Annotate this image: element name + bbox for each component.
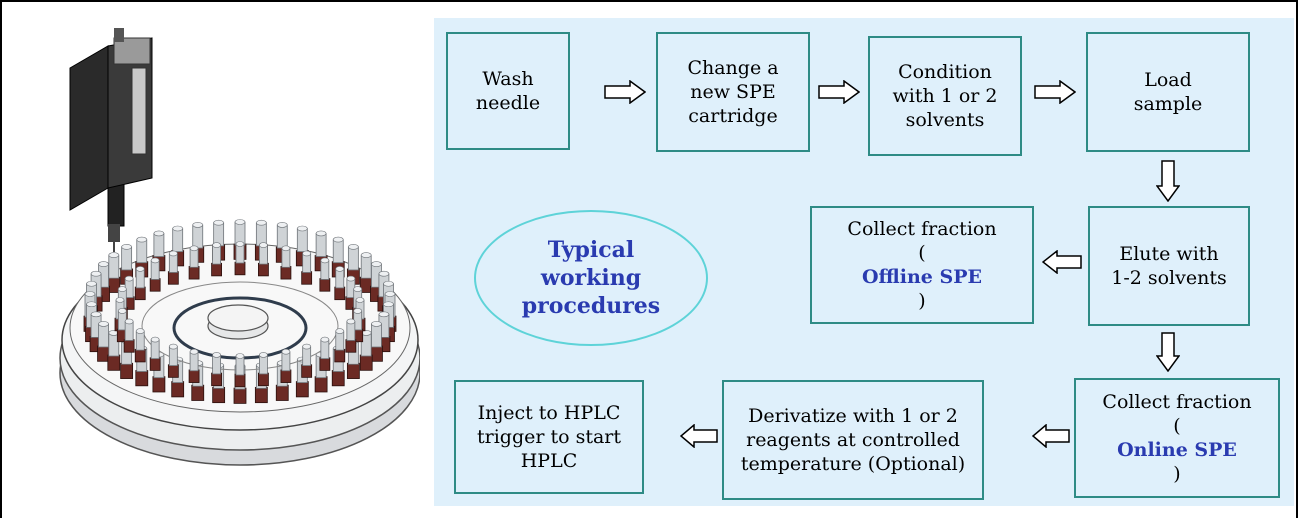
cartridge-cap bbox=[331, 370, 345, 387]
cartridge-cap bbox=[314, 376, 328, 393]
cartridge-cap bbox=[135, 370, 149, 387]
cartridge-cap bbox=[171, 381, 185, 398]
arrow-left-icon bbox=[1032, 424, 1070, 448]
cartridge-cap bbox=[188, 266, 200, 280]
cartridge-cap bbox=[107, 354, 121, 371]
cartridge-tube bbox=[281, 247, 291, 268]
cartridge-cap bbox=[319, 278, 331, 292]
arrow-down-icon bbox=[1156, 332, 1180, 372]
cartridge-cap bbox=[211, 262, 222, 277]
cartridge-cap bbox=[234, 261, 246, 276]
cartridge-cap bbox=[301, 364, 313, 378]
arrow-right-icon bbox=[604, 80, 646, 104]
cartridge-tube bbox=[302, 253, 312, 273]
arrow-right-icon bbox=[1034, 80, 1076, 104]
arrow-left-icon bbox=[680, 424, 718, 448]
cartridge-cap bbox=[167, 364, 179, 378]
cartridge-cap bbox=[334, 348, 346, 363]
cartridge-cap bbox=[359, 354, 373, 371]
cartridge-tube bbox=[281, 351, 291, 372]
cartridge-cap bbox=[149, 278, 161, 292]
online-spe-label: Online SPE bbox=[1117, 439, 1237, 461]
cartridge-tube bbox=[302, 346, 312, 367]
cartridge-tube bbox=[150, 260, 160, 280]
cartridge-cap bbox=[295, 381, 309, 398]
cartridge-cap bbox=[345, 339, 357, 353]
cartridge-cap bbox=[334, 286, 346, 301]
cartridge-cap bbox=[280, 266, 292, 280]
arrow-down-icon bbox=[1156, 160, 1180, 202]
cartridge-tube bbox=[121, 246, 133, 271]
cartridge-tube bbox=[192, 224, 204, 249]
cartridge-cap bbox=[280, 369, 292, 383]
cartridge-tube bbox=[136, 239, 148, 264]
cartridge-tube bbox=[168, 346, 178, 367]
cartridge-tube bbox=[320, 339, 330, 360]
cartridge-cap bbox=[258, 372, 269, 387]
cartridge-tube bbox=[135, 268, 145, 289]
arrow-left-icon bbox=[1042, 250, 1082, 274]
cartridge-tube bbox=[335, 330, 345, 351]
cartridge-cap bbox=[212, 386, 226, 404]
offline-spe-label: Offline SPE bbox=[861, 266, 982, 288]
cartridge-cap bbox=[149, 357, 161, 371]
cartridge-tube bbox=[315, 233, 327, 257]
cartridge-tube bbox=[332, 239, 344, 264]
cartridge-tube bbox=[172, 228, 184, 253]
cartridge-tube bbox=[347, 246, 359, 271]
cartridge-cap bbox=[275, 384, 289, 401]
cartridge-tube bbox=[235, 243, 245, 264]
cartridge-tube bbox=[320, 260, 330, 280]
cartridge-cap bbox=[254, 386, 268, 404]
cartridge-tube bbox=[98, 323, 109, 348]
step-collect-online: Collect fraction(Online SPE) bbox=[1074, 378, 1280, 498]
cartridge-tube bbox=[189, 351, 199, 372]
cartridge-cap bbox=[152, 376, 166, 393]
cartridge-tube bbox=[296, 228, 308, 253]
cartridge-tube bbox=[135, 330, 145, 351]
cartridge-tube bbox=[371, 323, 382, 348]
cartridge-cap bbox=[191, 384, 205, 401]
cartridge-cap bbox=[211, 372, 222, 387]
cartridge-tube bbox=[235, 355, 245, 376]
cartridge-cap bbox=[188, 369, 200, 383]
cartridge-tube bbox=[168, 253, 178, 273]
cartridge-tube bbox=[259, 354, 268, 375]
cartridge-cap bbox=[346, 362, 360, 379]
step-collect-offline: Collect fraction(Offline SPE) bbox=[810, 206, 1034, 324]
cartridge-cap bbox=[319, 357, 331, 371]
cartridge-cap bbox=[134, 286, 146, 301]
cartridge-cap bbox=[301, 271, 313, 285]
cartridge-cap bbox=[258, 262, 269, 277]
cartridge-tube bbox=[212, 244, 221, 265]
cartridge-cap bbox=[120, 362, 134, 379]
autosampler-carousel-illustration bbox=[59, 28, 420, 466]
cartridge-cap bbox=[134, 348, 146, 363]
arrow-right-icon bbox=[818, 80, 860, 104]
cartridge-cap bbox=[233, 387, 247, 404]
cartridge-cap bbox=[234, 373, 246, 388]
cartridge-tube bbox=[360, 254, 372, 279]
cartridge-tube bbox=[276, 224, 288, 249]
cartridge-tube bbox=[346, 321, 356, 341]
cartridge-cap bbox=[167, 271, 179, 285]
cartridge-tube bbox=[189, 247, 199, 268]
cartridge-tube bbox=[124, 321, 134, 341]
cartridge-tube bbox=[259, 244, 268, 265]
cartridge-tube bbox=[212, 354, 221, 375]
cartridge-cap bbox=[123, 339, 135, 353]
cartridge-tube bbox=[150, 339, 160, 360]
cartridge-tube bbox=[108, 254, 120, 279]
cartridge-tube bbox=[153, 233, 165, 257]
cartridge-tube bbox=[335, 268, 345, 289]
